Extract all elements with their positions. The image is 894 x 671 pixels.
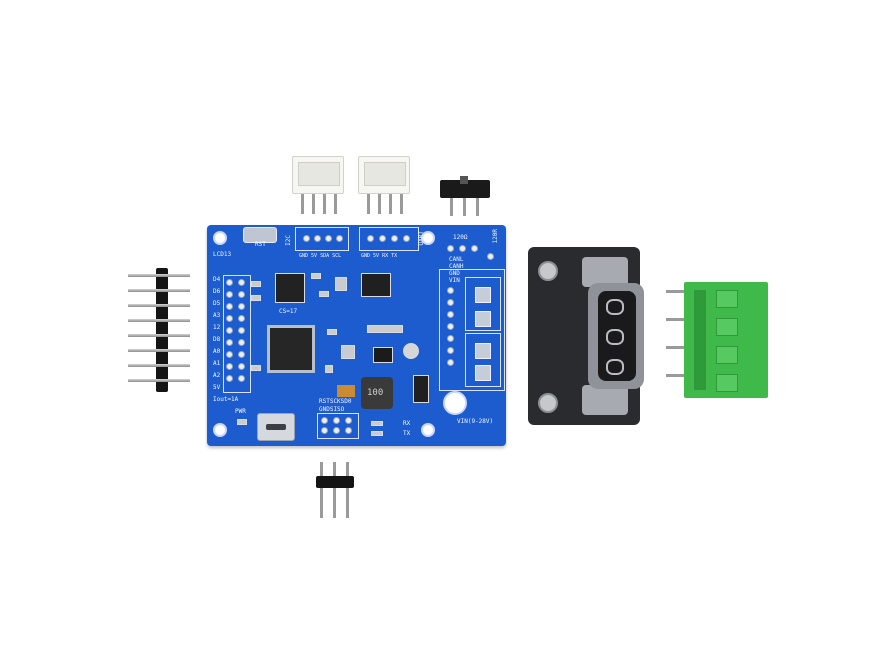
can-label-0: CANL [449,256,464,263]
rst-label: RST [255,241,266,248]
can-bus-pcb: RST LCD13 I2C GND 5V SDA SCL UART GND 5V… [207,225,506,446]
mounting-hole [421,231,435,245]
screw-terminal-block [666,282,768,400]
can-label-2: GND [449,270,460,277]
mounting-hole [421,423,435,437]
crystal [335,277,347,291]
left-pin-label-3: A3 [213,312,221,319]
mounting-hole [213,231,227,245]
reset-button [243,227,277,243]
can-controller-ic [275,273,305,303]
pin-header-1x8 [128,268,190,392]
jst-connector-4pin [290,156,346,218]
left-pin-label-0: D4 [213,276,221,283]
left-pin-label-4: 12 [213,324,221,331]
r120-label: 120Ω [453,234,468,241]
tx-label: TX [403,430,411,437]
mounting-hole [213,423,227,437]
inductor-label: 100 [367,388,384,398]
rx-label: RX [403,420,411,427]
i2c-label: I2C [285,235,292,246]
inductor [361,377,393,409]
cs-label: CS=17 [279,308,298,315]
left-pin-label-9: 5V [213,384,221,391]
iout-label: Iout=1A [213,396,239,403]
vin-label: VIN(9-28V) [457,418,494,425]
lcd-label: LCD13 [213,251,232,258]
tantalum-capacitor [337,385,355,397]
r120b-label: 120R [492,229,499,244]
transceiver-ic [361,273,391,297]
cfg-label: RSTSCKSD0 [319,398,352,405]
mounting-hole [443,391,467,415]
regulator-ic [373,347,393,363]
jst-connector-4pin [356,156,412,218]
diode [413,375,429,403]
left-pin-label-8: A2 [213,372,221,379]
pwr-label: PWR [235,408,246,415]
uart-label: UART [418,231,425,246]
db9-connector [528,247,644,425]
left-pin-label-7: A1 [213,360,221,367]
can-label-3: VIN [449,277,460,284]
cfg2-label: GNDSISO [319,406,345,413]
left-pin-label-5: D8 [213,336,221,343]
i2c-pins-label: GND 5V SDA SCL [299,253,342,259]
left-pin-label-6: A0 [213,348,221,355]
left-pin-label-2: D5 [213,300,221,307]
pin-header-1x3 [316,462,354,518]
slide-switch [440,176,490,220]
uart-pins-label: GND 5V RX TX [361,253,398,259]
microcontroller-ic [267,325,315,373]
micro-usb-port [257,413,295,441]
left-pin-label-1: D6 [213,288,221,295]
can-label-1: CANH [449,263,464,270]
